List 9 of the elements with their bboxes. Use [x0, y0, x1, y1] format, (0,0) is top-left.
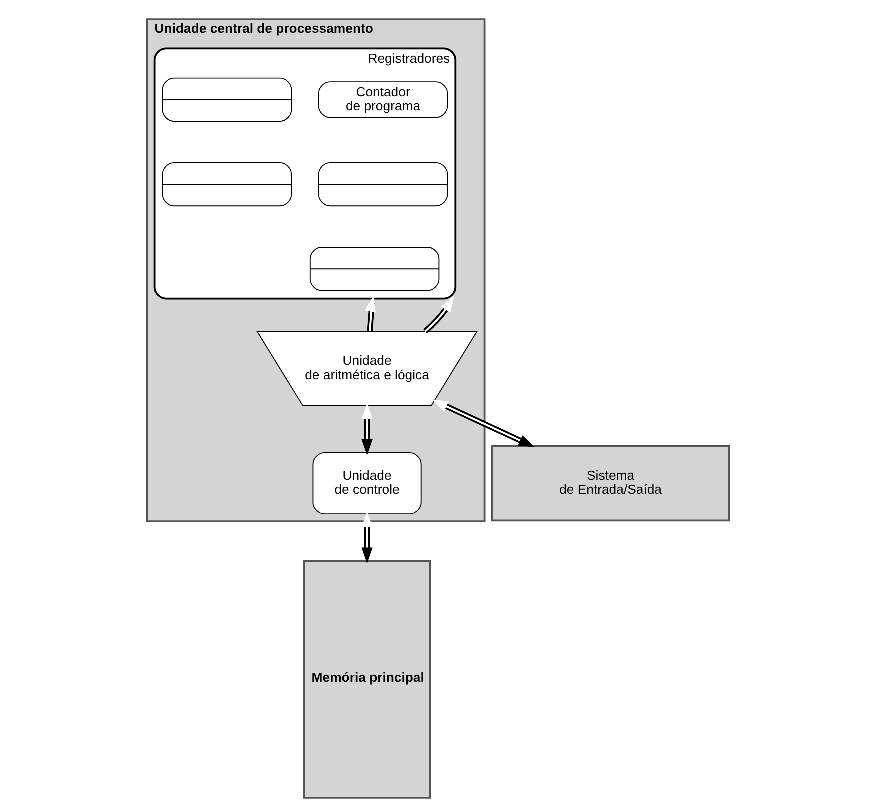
- arrow: [432, 400, 535, 448]
- arrow: [365, 296, 376, 332]
- arrow: [362, 403, 373, 456]
- node-box: Memória principal: [303, 560, 432, 799]
- node-box: Sistema de Entrada/Saída: [491, 445, 730, 522]
- arrow: [362, 512, 373, 564]
- arrow: [424, 296, 454, 334]
- node-box: Contador de programa: [318, 82, 448, 118]
- node-box: Unidade de controle: [312, 452, 422, 515]
